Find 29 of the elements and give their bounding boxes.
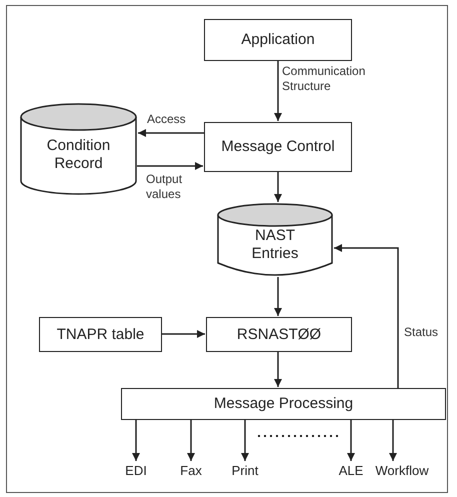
output-label: ALE: [336, 462, 366, 480]
edge-label: Status: [404, 325, 440, 340]
process-box: RSNASTØØ: [206, 317, 352, 352]
arrow: [347, 420, 355, 461]
arrow: [274, 61, 282, 121]
arrow: [274, 352, 282, 387]
arrow: [334, 244, 399, 388]
arrow: [162, 330, 205, 338]
database-cylinder: NAST Entries: [217, 203, 333, 277]
database-cylinder: Condition Record: [20, 103, 137, 195]
output-label: Fax: [176, 462, 206, 480]
output-label: Workflow: [370, 462, 434, 480]
edge-label: Output values: [146, 172, 184, 202]
arrow: [137, 162, 203, 170]
output-label: Print: [227, 462, 263, 480]
output-label: EDI: [122, 462, 150, 480]
edge-label: Access: [147, 112, 187, 127]
arrow: [389, 420, 397, 461]
arrow: [187, 420, 195, 461]
process-box: Message Processing: [121, 388, 446, 420]
arrow: [274, 277, 282, 316]
process-box: TNAPR table: [39, 317, 162, 352]
process-box: Message Control: [204, 122, 352, 172]
arrow: [274, 172, 282, 202]
edge-label: Communication Structure: [282, 64, 366, 94]
arrow: [138, 129, 204, 137]
process-box: Application: [204, 19, 352, 61]
arrow: [132, 420, 140, 461]
arrow: [241, 420, 249, 461]
